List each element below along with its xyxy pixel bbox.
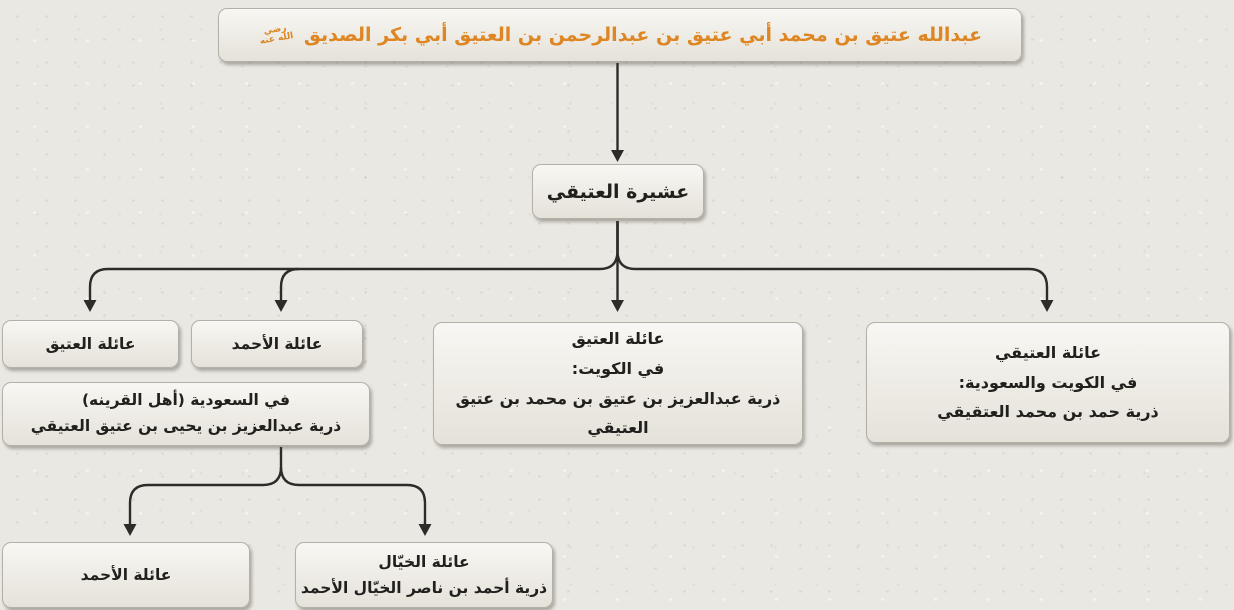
node-atiq-family: عائلة العتيق <box>2 320 179 368</box>
node-kuwait-branch: عائلة العتيق في الكويت: ذرية عبدالعزيز ب… <box>433 322 803 445</box>
arrowhead-atiq <box>83 300 97 312</box>
node-ahmad-family-2: عائلة الأحمد <box>2 542 250 608</box>
khayyal-branch-line-2: ذرية أحمد بن ناصر الخيّال الأحمد <box>300 579 548 597</box>
kuwait-branch-line-3: ذرية عبدالعزيز بن عتيق بن محمد بن عتيق ا… <box>455 388 781 438</box>
node-saudi-branch: في السعودية (أهل القرينه) ذرية عبدالعزيز… <box>2 382 370 446</box>
node-ahmad-family-2-label: عائلة الأحمد <box>80 566 172 584</box>
arrowhead-ahmad2 <box>123 524 137 536</box>
kuwait-saudi-line-3: ذرية حمد بن محمد العتقيقي <box>937 402 1159 422</box>
node-atiq-family-label: عائلة العتيق <box>45 335 136 353</box>
kuwait-branch-line-2: في الكويت: <box>571 358 665 378</box>
node-ahmad-family: عائلة الأحمد <box>191 320 363 368</box>
edge-clan-right-arm <box>616 221 1049 300</box>
node-ahmad-family-label: عائلة الأحمد <box>231 335 323 353</box>
arrowhead-ahmad <box>274 300 288 312</box>
radi-allahu-anhu-seal: رضي الله عنه <box>258 22 295 47</box>
saudi-branch-line-1: في السعودية (أهل القرينه) <box>81 391 291 410</box>
saudi-branch-line-2: ذرية عبدالعزيز بن يحيى بن عتيق العتيقي <box>30 417 342 435</box>
arrowhead-khayyal <box>418 524 432 536</box>
node-clan: عشيرة العتيقي <box>532 164 704 219</box>
kuwait-saudi-line-1: عائلة العتيقي <box>994 343 1102 363</box>
edge-saudi-left <box>128 466 283 524</box>
node-kuwait-saudi-branch: عائلة العتيقي في الكويت والسعودية: ذرية … <box>866 322 1230 443</box>
title-banner: عبدالله عتيق بن محمد أبي عتيق بن عبدالرح… <box>218 8 1022 62</box>
arrowhead-clan <box>611 150 624 162</box>
edge-clan-left-arm <box>88 221 619 300</box>
edge-clan-drop-ahmad <box>279 267 300 300</box>
kuwait-saudi-line-2: في الكويت والسعودية: <box>958 372 1138 392</box>
khayyal-branch-line-1: عائلة الخيّال <box>378 552 470 571</box>
kuwait-branch-line-1: عائلة العتيق <box>571 329 665 349</box>
edge-saudi-right <box>279 466 427 524</box>
node-khayyal-branch: عائلة الخيّال ذرية أحمد بن ناصر الخيّال … <box>295 542 553 608</box>
node-clan-label: عشيرة العتيقي <box>546 180 690 203</box>
arrowhead-kuwait <box>611 300 624 312</box>
title-text: عبدالله عتيق بن محمد أبي عتيق بن عبدالرح… <box>303 24 983 46</box>
arrowhead-kwsa <box>1040 300 1054 312</box>
